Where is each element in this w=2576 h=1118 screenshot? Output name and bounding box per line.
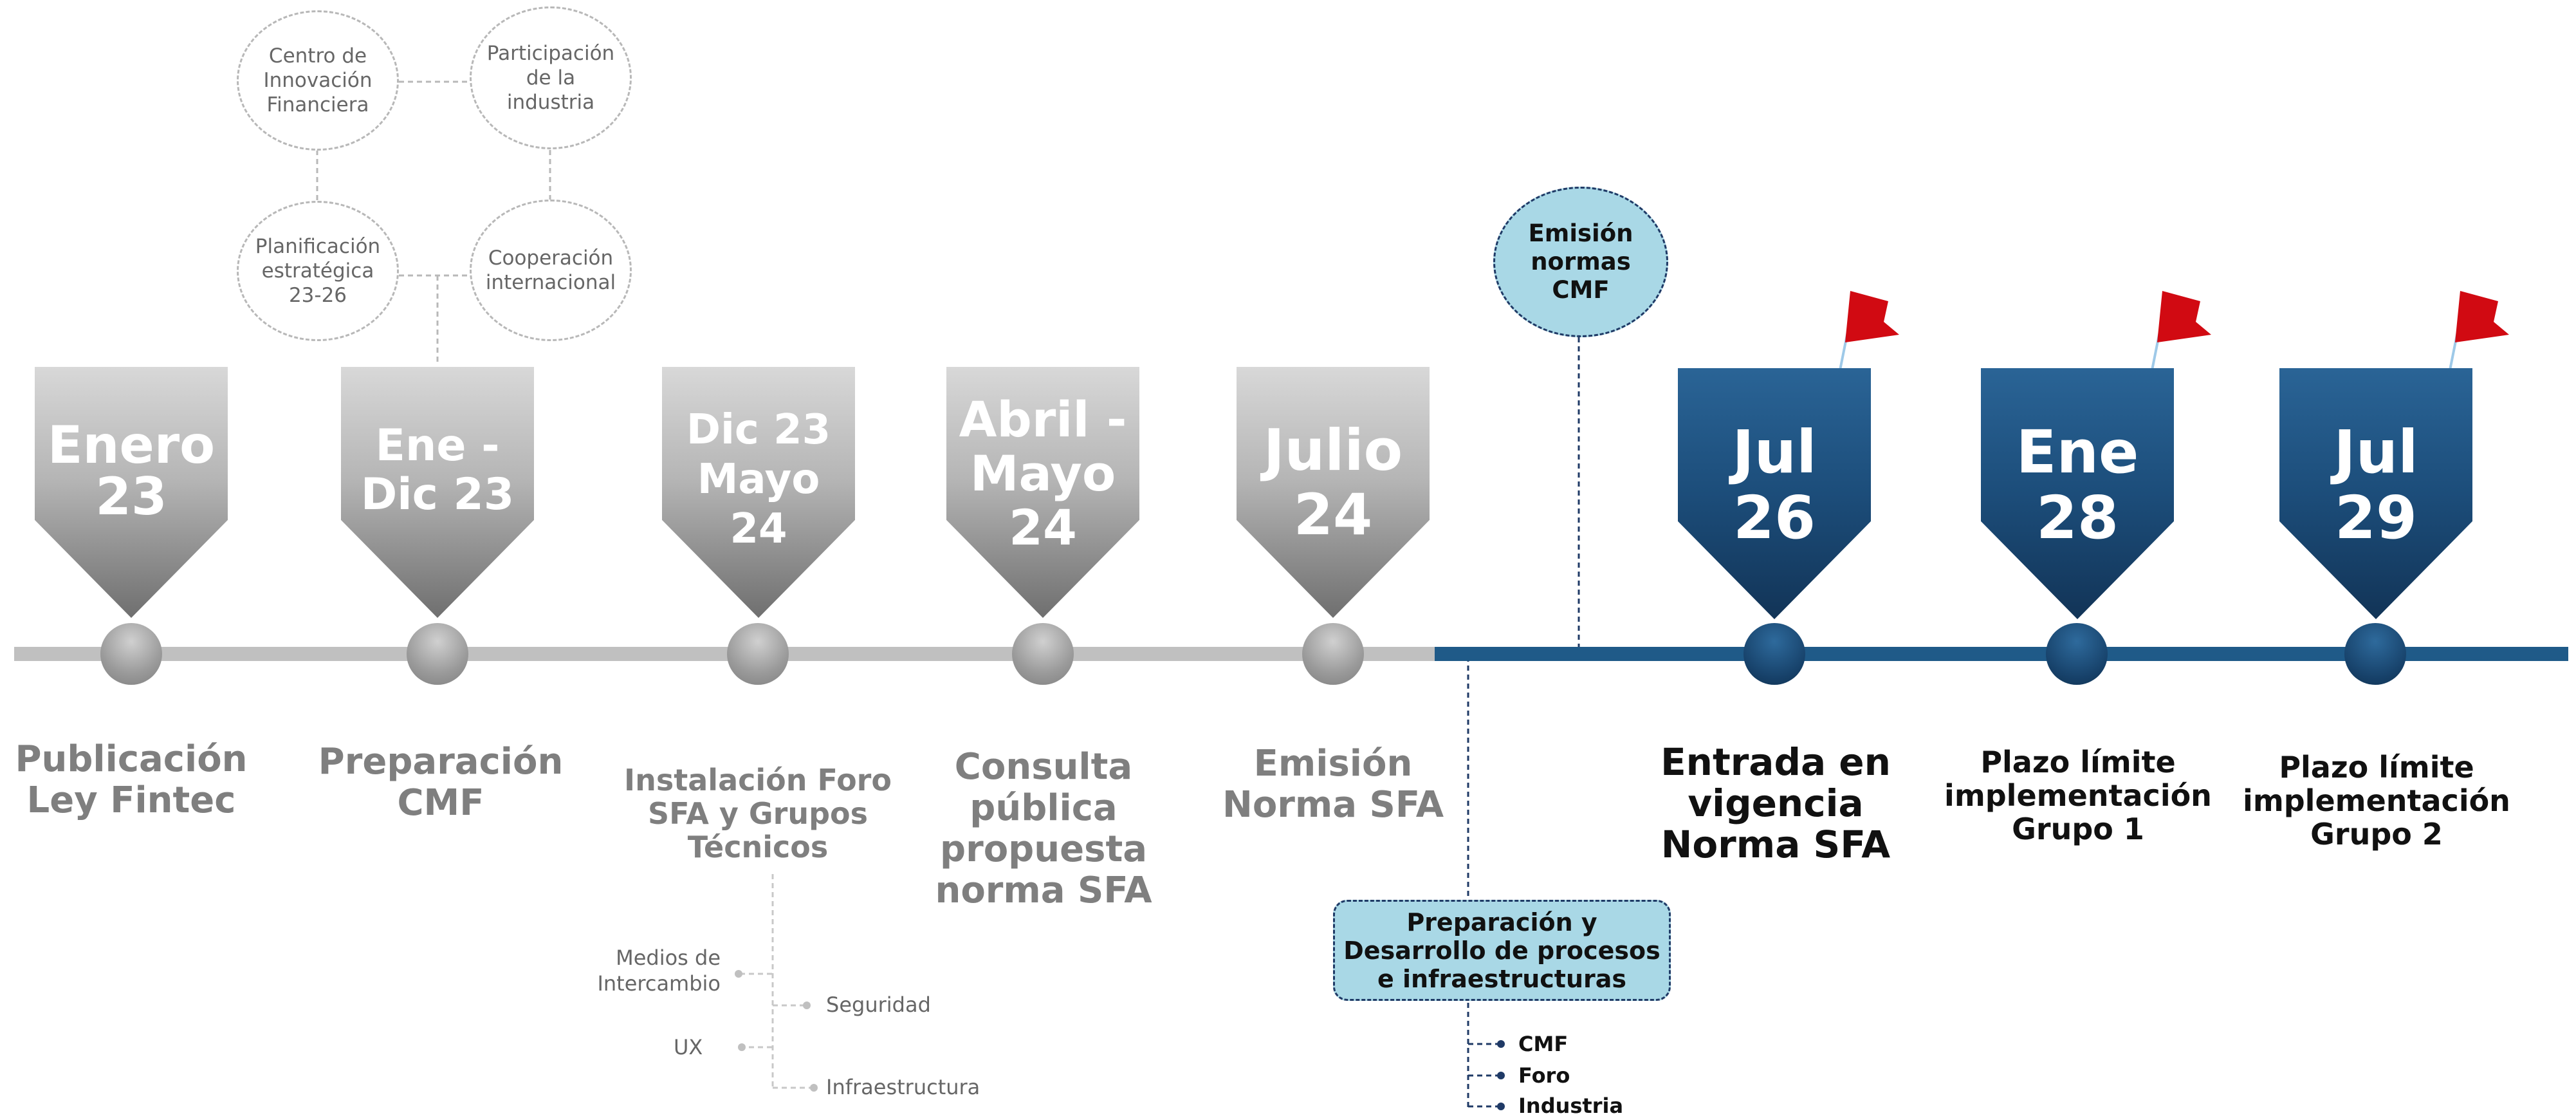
timeline-dot-7 [2046,623,2108,685]
milestone-label-8: Plazo límite implementación Grupo 2 [2243,750,2510,852]
foro-sub-seguridad: Seguridad [826,992,931,1017]
timeline-dot-5 [1302,623,1364,685]
milestone-label-2: Preparación CMF [318,741,564,824]
milestone-label-5: Emisión Norma SFA [1222,743,1444,826]
bubble-centro-innovacion: Centro de Innovación Financiera [237,10,399,151]
bubble-cooperacion-internacional: Cooperación internacional [470,200,632,341]
milestone-label-3: Instalación Foro SFA y Grupos Técnicos [624,763,892,864]
timeline-dot-1 [100,623,162,685]
prep-desarrollo-box: Preparación y Desarrollo de procesos e i… [1333,900,1671,1001]
timeline-dot-4 [1012,623,1074,685]
milestone-label-4: Consulta pública propuesta norma SFA [935,746,1152,911]
milestone-date-3: Dic 23 Mayo 24 [686,406,831,553]
flag-icon [1839,291,1899,371]
milestone-date-6: Jul 26 [1732,418,1817,552]
timeline-dot-2 [407,623,468,685]
milestone-date-7: Ene 28 [2016,418,2139,552]
flag-icon [2449,291,2509,371]
foro-sub-medios: Medios de Intercambio [597,946,721,996]
milestone-date-8: Jul 29 [2333,418,2418,552]
timeline-dot-3 [727,623,789,685]
bubble-emision-normas-cmf: Emisión normas CMF [1493,187,1668,337]
timeline-dot-6 [1743,623,1805,685]
milestone-label-6: Entrada en vigencia Norma SFA [1661,740,1891,866]
prep-sub-industria: Industria [1518,1094,1624,1118]
milestone-date-4: Abril - Mayo 24 [959,391,1127,556]
bubble-planificacion-estrategica: Planificación estratégica 23-26 [237,201,399,341]
milestone-label-1: Publicación Ley Fintec [15,738,248,821]
milestone-date-1: Enero 23 [47,415,216,526]
foro-sub-infraestructura: Infraestructura [826,1075,980,1099]
milestone-label-7: Plazo límite implementación Grupo 1 [1944,745,2212,846]
bubble-participacion-industria: Participación de la industria [470,6,632,149]
flag-icon [2151,291,2211,371]
milestone-date-5: Julio 24 [1263,417,1403,548]
prep-sub-foro: Foro [1518,1063,1570,1088]
prep-sub-cmf: CMF [1518,1032,1569,1056]
foro-sub-ux: UX [674,1035,703,1059]
timeline-dot-8 [2344,623,2406,685]
milestone-date-2: Ene - Dic 23 [360,420,515,520]
